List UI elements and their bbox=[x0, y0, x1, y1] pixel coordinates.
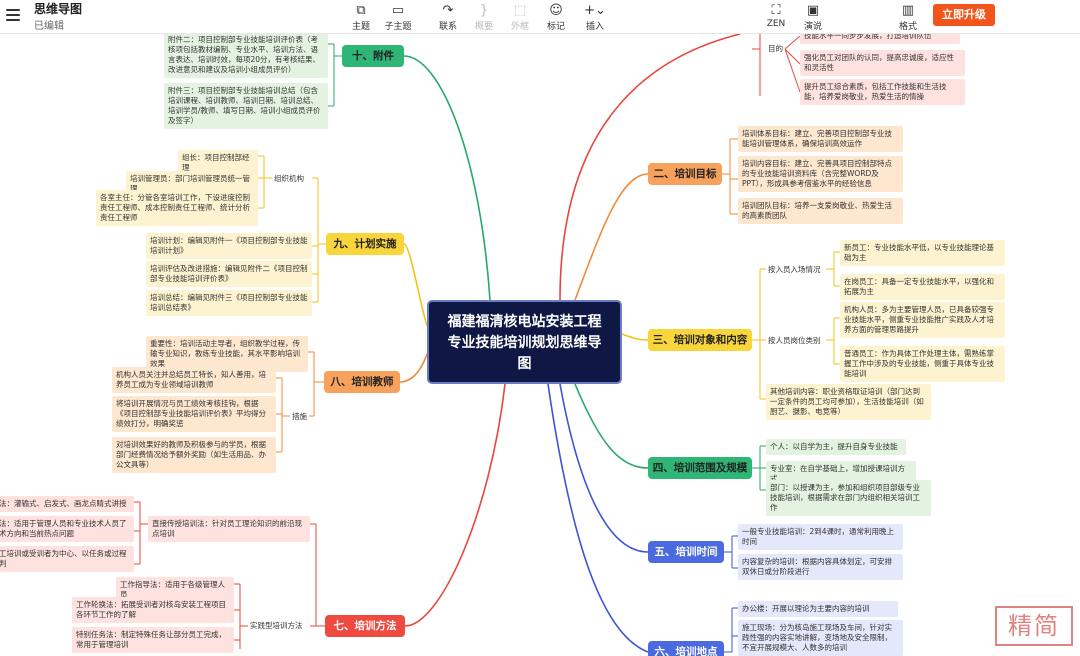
goal-detail-note[interactable]: 强化员工对团队的认同，提高忠诚度，适应性和灵活性 bbox=[800, 50, 965, 76]
branch-training-targets[interactable]: 三、培训对象和内容 bbox=[648, 329, 752, 351]
scope-note[interactable]: 个人：以自学为主，提升自身专业技能 bbox=[766, 439, 906, 455]
plan-note[interactable]: 各室主任：分管各室培训工作，下设进度控制责任工程师、成本控制责任工程师、统计分析… bbox=[96, 190, 258, 226]
frame-button[interactable]: ⬚外框 bbox=[504, 3, 536, 32]
scope-note[interactable]: 部门：以授课为主，参加和组织项目部级专业技能培训，根据需求在部门内组织相关培训工… bbox=[766, 480, 931, 516]
frame-icon: ⬚ bbox=[513, 3, 527, 18]
branch-training-goals[interactable]: 二、培训目标 bbox=[648, 163, 722, 185]
target-note[interactable]: 在岗员工：具备一定专业技能水平，以强化和拓展为主 bbox=[840, 274, 1005, 300]
teacher-note[interactable]: 重要性：培训活动主导者，组织教学过程，传输专业知识，教练专业技能，其水平影响培训… bbox=[146, 336, 308, 372]
measures-label[interactable]: 措施 bbox=[290, 410, 309, 423]
zen-mode-button[interactable]: ⛶ZEN bbox=[760, 3, 792, 29]
target-note[interactable]: 机构人员：多为主要管理人员，已具备较强专业技能水平，侧重专业技能推广实践及人才培… bbox=[840, 302, 1005, 338]
branch-training-methods[interactable]: 七、培训方法 bbox=[325, 615, 405, 637]
method-note[interactable]: 工作轮换法：拓展受训者对核岛安装工程项目各环节工作的了解 bbox=[72, 597, 234, 623]
teacher-note[interactable]: 对培训效果好的教师及积极参与的学员，根据部门经费情况给予额外奖励（如生活用品、办… bbox=[112, 437, 276, 473]
mindmap-canvas[interactable]: 技能水平一同步步发展，打造培训队伍 目的 强化员工对团队的认同，提高忠诚度，适应… bbox=[0, 34, 1080, 656]
plus-chevron-icon: +⌄ bbox=[584, 3, 606, 18]
method-group-label[interactable]: 实践型培训方法 bbox=[248, 619, 305, 632]
target-note[interactable]: 普通员工：作为具体工作处理主体，需熟练掌握工作中涉及的专业技能，侧重于具体专业技… bbox=[840, 346, 1005, 382]
connector-lines bbox=[134, 34, 840, 653]
method-note[interactable]: 讲授法：灌输式、启发式、画龙点睛式讲授 bbox=[0, 496, 134, 512]
attachment-note[interactable]: 附件二：项目控制部专业技能培训评价表（考核项包括教材编制、专业水平、培训方法、语… bbox=[164, 34, 328, 78]
marker-button[interactable]: ☺标记 bbox=[540, 3, 572, 32]
goal-note[interactable]: 培训体系目标：建立、完善项目控制部专业技能培训管理体系，确保培训高效运作 bbox=[738, 126, 903, 152]
teacher-note[interactable]: 机构人员关注并总结员工特长，知人善用，培养员工成为专业领域培训教师 bbox=[112, 367, 276, 393]
fullscreen-icon: ⛶ bbox=[771, 3, 781, 18]
insert-button[interactable]: +⌄插入 bbox=[579, 3, 611, 32]
goal-detail-note[interactable]: 提升员工综合素质，包括工作技能和生活技能，培养爱岗敬业，热爱生活的情操 bbox=[800, 79, 965, 105]
smiley-marker-icon: ☺ bbox=[549, 3, 563, 18]
present-button[interactable]: ▣演说 bbox=[797, 3, 829, 32]
method-note[interactable]: 以员工培训或受训者为中心、以任务或过程为评判 bbox=[0, 546, 134, 572]
teacher-note[interactable]: 将培训开展情况与员工绩效考核挂钩，根据《项目控制部专业技能培训评价表》平均得分绩… bbox=[112, 396, 276, 432]
time-note[interactable]: 一般专业技能培训：2到4课时，通常利用晚上时间 bbox=[738, 524, 903, 550]
hamburger-menu-icon[interactable] bbox=[6, 9, 20, 21]
time-note[interactable]: 内容复杂的培训：根据内容具体划定，可安排双休日或分阶段进行 bbox=[738, 554, 903, 580]
target-note[interactable]: 其他培训内容：职业资格取证培训（部门达到一定条件的员工均可参加），生活技能培训（… bbox=[766, 384, 931, 420]
central-topic[interactable]: 福建福清核电站安装工程专业技能培训规划思维导图 bbox=[427, 300, 622, 384]
theme-button[interactable]: ⧉主题 bbox=[345, 3, 377, 32]
branch-training-teachers[interactable]: 八、培训教师 bbox=[324, 371, 400, 393]
subtopic-icon: ▭ bbox=[391, 3, 405, 18]
branch-training-time[interactable]: 五、培训时间 bbox=[648, 541, 724, 563]
format-button[interactable]: ▥格式 bbox=[892, 3, 924, 32]
watermark-seal: 精简 bbox=[995, 606, 1073, 646]
save-status: 已编辑 bbox=[34, 21, 64, 32]
top-toolbar: 思维导图 已编辑 ⧉主题 ▭子主题 ↷联系 }概要 ⬚外框 ☺标记 +⌄插入 ⛶… bbox=[0, 0, 1080, 34]
branch-attachments[interactable]: 十、附件 bbox=[342, 45, 404, 67]
summary-bracket-icon: } bbox=[479, 3, 489, 18]
relation-button[interactable]: ↷联系 bbox=[432, 3, 464, 32]
organization-label[interactable]: 组织机构 bbox=[272, 172, 306, 185]
method-note[interactable]: 直接传授培训法：针对员工理论知识的前沿现点培训 bbox=[148, 516, 310, 542]
method-note[interactable]: 特别任务法：制定特殊任务让部分员工完成，常用于管理培训 bbox=[72, 627, 234, 653]
presentation-icon: ▣ bbox=[806, 3, 820, 18]
goal-note[interactable]: 培训内容目标：建立、完善具项目控制部特点的专业技能培训资料库（含完整WORD及P… bbox=[738, 156, 903, 192]
goal-note[interactable]: 培训团队目标：培养一支爱岗敬业、热爱生活的高素质团队 bbox=[738, 198, 903, 224]
branch-plan-implementation[interactable]: 九、计划实施 bbox=[326, 233, 404, 255]
upgrade-button[interactable]: 立即升级 bbox=[933, 4, 995, 26]
purpose-label[interactable]: 目的 bbox=[766, 42, 785, 55]
relation-curve-icon: ↷ bbox=[442, 3, 454, 18]
goal-detail-note[interactable]: 技能水平一同步步发展，打造培训队伍 bbox=[800, 34, 960, 44]
plan-note[interactable]: 培训计划：编辑见附件一《项目控制部专业技能培训计划》 bbox=[146, 233, 312, 259]
target-note[interactable]: 新员工：专业技能水平低，以专业技能理论基础为主 bbox=[840, 240, 1005, 266]
attachment-note[interactable]: 附件三：项目控制部专业技能培训总结（包含培训课程、培训教师、培训日期、培训总结、… bbox=[164, 83, 328, 129]
branch-training-location[interactable]: 六、培训地点 bbox=[648, 641, 724, 656]
format-panel-icon: ▥ bbox=[901, 3, 915, 18]
document-title[interactable]: 思维导图 bbox=[34, 2, 83, 16]
target-group-label[interactable]: 按人员岗位类别 bbox=[766, 334, 823, 347]
target-group-label[interactable]: 按入员入场情况 bbox=[766, 263, 823, 276]
plan-note[interactable]: 培训评估及改进措施：编辑见附件二《项目控制部专业技能培训评价表》 bbox=[146, 261, 312, 287]
plan-note[interactable]: 培训总结：编辑见附件三《项目控制部专业技能培训总结表》 bbox=[146, 290, 312, 316]
location-note[interactable]: 施工现场：分为核岛施工现场及车间，针对实践性强的内容实地讲解，变场地及安全限制，… bbox=[738, 620, 903, 656]
theme-icon: ⧉ bbox=[356, 3, 366, 18]
branch-training-scope[interactable]: 四、培训范围及规模 bbox=[648, 457, 752, 479]
subtopic-button[interactable]: ▭子主题 bbox=[382, 3, 414, 32]
summary-button[interactable]: }概要 bbox=[468, 3, 500, 32]
location-note[interactable]: 办公楼：开展以理论为主要内容的培训 bbox=[738, 601, 898, 617]
method-note[interactable]: 研讨法：适用于管理人员和专业技术人员了解技术方向和当前热点问题 bbox=[0, 516, 134, 542]
